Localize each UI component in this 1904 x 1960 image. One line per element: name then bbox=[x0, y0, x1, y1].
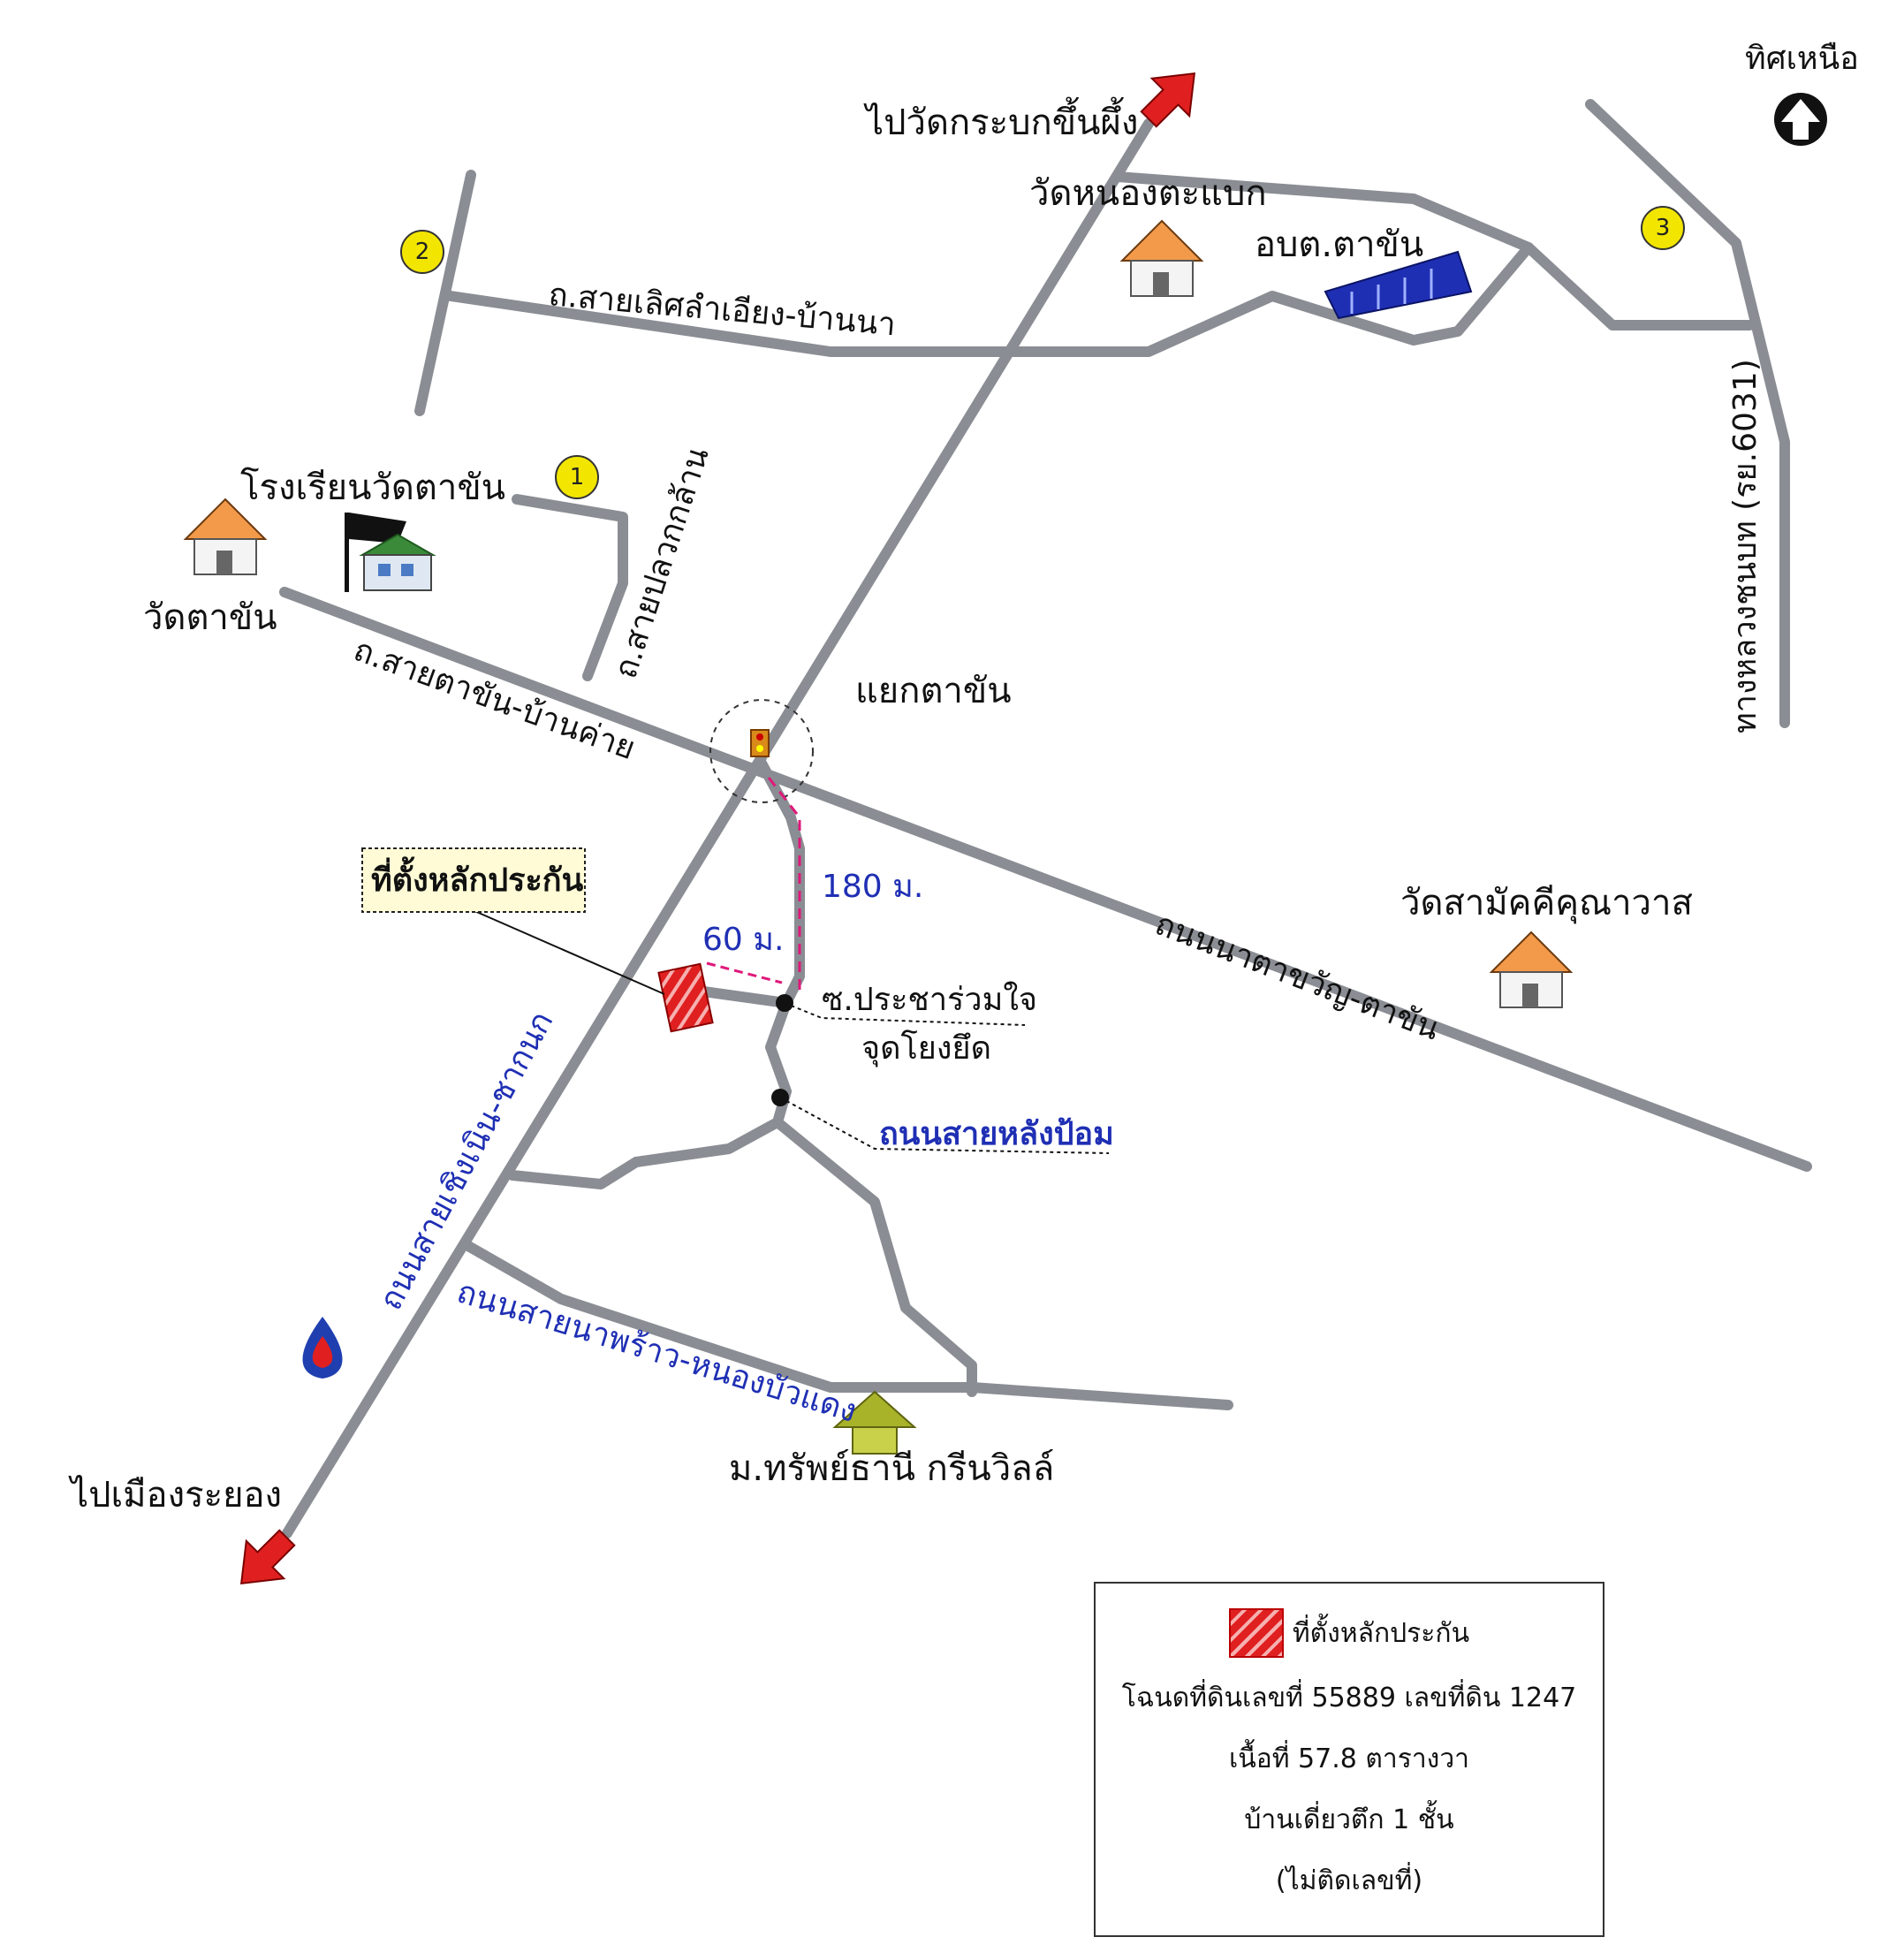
road-soi-pracha bbox=[755, 755, 805, 1128]
legend-title-row: ที่ตั้งหลักประกัน bbox=[1096, 1608, 1603, 1658]
north-label: ทิศเหนือ bbox=[1745, 41, 1859, 77]
temple-icon bbox=[1489, 931, 1574, 1008]
collateral-leader-line bbox=[472, 909, 665, 995]
road-naphrao-label: ถนนสายนาพร้าว-หนองบัวแดง bbox=[452, 1273, 861, 1430]
legend-line-4: (ไม่ติดเลขที่) bbox=[1275, 1865, 1423, 1896]
temple-icon bbox=[183, 498, 268, 575]
school-icon bbox=[345, 513, 436, 592]
road-left-vertical bbox=[414, 170, 476, 416]
leader-langpom bbox=[779, 1097, 1110, 1154]
collateral-callout-label: ที่ตั้งหลักประกัน bbox=[371, 856, 584, 899]
road-plaokklaan bbox=[512, 494, 628, 681]
marker-3: 3 bbox=[1641, 206, 1685, 250]
legend-line-1: โฉนดที่ดินเลขที่ 55889 เลขที่ดิน 1247 bbox=[1121, 1683, 1577, 1713]
road-lang-pom-west bbox=[507, 1117, 783, 1189]
arrow-bottom-icon bbox=[239, 1529, 296, 1585]
road-luang-6031 bbox=[1585, 99, 1790, 728]
destination-top-label: ไปวัดกระบกขึ้นผึ้ง bbox=[863, 96, 1138, 143]
legend-line-3: บ้านเดี่ยวตึก 1 ชั้น bbox=[1244, 1804, 1454, 1835]
svg-text:2: 2 bbox=[415, 239, 430, 265]
traffic-light-icon bbox=[750, 729, 770, 757]
north-arrow-icon bbox=[1774, 93, 1827, 146]
gas-station-icon bbox=[302, 1317, 343, 1379]
legend-title: ที่ตั้งหลักประกัน bbox=[1292, 1617, 1470, 1649]
road-lang-pom-label: ถนนสายหลังป้อม bbox=[879, 1116, 1114, 1152]
legend: ที่ตั้งหลักประกัน โฉนดที่ดินเลขที่ 55889… bbox=[1094, 1582, 1604, 1937]
collateral-location-icon bbox=[657, 962, 714, 1033]
road-naphrao bbox=[463, 1241, 1233, 1410]
svg-text:1: 1 bbox=[570, 464, 585, 490]
svg-text:3: 3 bbox=[1656, 215, 1671, 241]
road-na-takhwan-label: ถนนนาตาขวัญ-ตาขัน bbox=[1150, 906, 1445, 1047]
road-lang-pom bbox=[772, 1117, 977, 1397]
soi-pracha-label: ซ.ประชาร่วมใจ bbox=[822, 981, 1037, 1018]
school-label: โรงเรียนวัดตาขัน bbox=[240, 467, 505, 508]
marker-2: 2 bbox=[400, 230, 444, 274]
reference-point-label: จุดโยงยึด bbox=[861, 1029, 991, 1067]
junction-label: แยกตาขัน bbox=[855, 671, 1012, 711]
destination-bottom-label: ไปเมืองระยอง bbox=[68, 1475, 282, 1516]
distance-60-line bbox=[706, 961, 783, 984]
wat-takhan-label: วัดตาขัน bbox=[143, 597, 277, 638]
collateral-callout-box bbox=[361, 847, 586, 913]
collateral-swatch-icon bbox=[1228, 1608, 1284, 1658]
building-icon bbox=[1324, 250, 1473, 320]
obt-label: อบต.ตาขัน bbox=[1255, 224, 1423, 265]
distance-60-label: 60 ม. bbox=[702, 922, 784, 958]
arrow-top-icon bbox=[1140, 72, 1196, 128]
village-label: ม.ทรัพย์ธานี กรีนวิลล์ bbox=[729, 1448, 1054, 1489]
road-network bbox=[279, 99, 1812, 1538]
wat-nong-taebak-label: วัดหนองตะแบก bbox=[1029, 173, 1267, 214]
distance-180-label: 180 ม. bbox=[822, 869, 923, 905]
legend-line-2: เนื้อที่ 57.8 ตารางวา bbox=[1228, 1743, 1470, 1774]
marker-1: 1 bbox=[555, 455, 599, 499]
distance-180-line bbox=[767, 777, 801, 994]
junction-circle bbox=[709, 699, 814, 803]
road-sailert bbox=[445, 242, 1534, 357]
wat-samakkhi-label: วัดสามัคคีคุณาวาส bbox=[1400, 883, 1693, 924]
temple-icon bbox=[1119, 219, 1204, 297]
road-na-takhwan bbox=[279, 587, 1812, 1172]
road-choeng-noen-label: ถนนสายเชิงเนิน-ชากนก bbox=[373, 1006, 561, 1316]
village-house-icon bbox=[832, 1390, 917, 1455]
road-luang-6031-label: ทางหลวงชนบท (รย.6031) bbox=[1727, 359, 1764, 733]
road-top-loop bbox=[1112, 171, 1755, 330]
